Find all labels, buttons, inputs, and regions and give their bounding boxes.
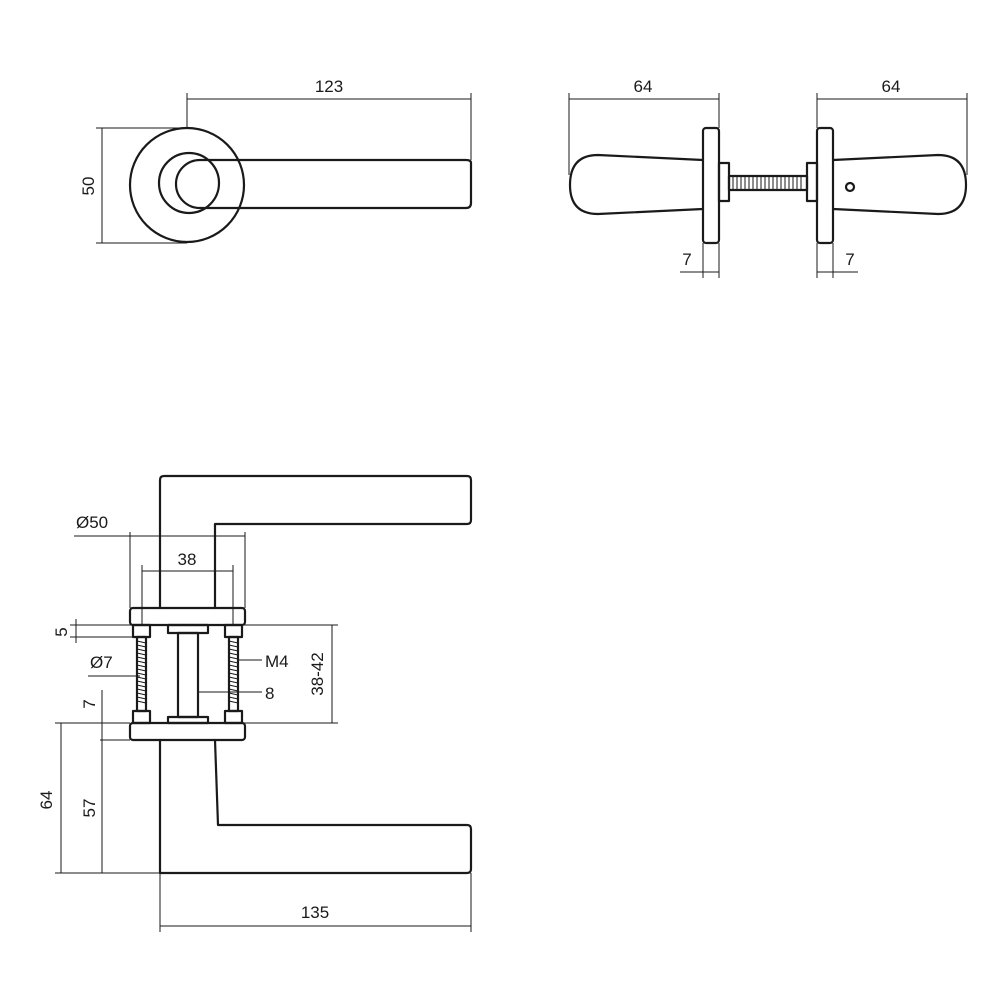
top-view: 123 50 xyxy=(79,77,473,244)
dim-rose-thickness-label: 5 xyxy=(52,627,71,636)
dim-thread: M4 xyxy=(238,652,289,671)
dim-screw-diameter: Ø7 xyxy=(88,653,140,677)
front-screw-right-top xyxy=(223,623,244,639)
dim-side-rose-left-label: 7 xyxy=(682,250,691,269)
dim-rose-diameter-label: Ø50 xyxy=(76,513,108,532)
dim-side-right: 64 xyxy=(816,77,968,175)
dim-spindle-label: 8 xyxy=(265,684,274,703)
dim-lever-height: 57 xyxy=(80,740,103,873)
top-rose-inner xyxy=(157,151,221,215)
front-lever-upper xyxy=(158,474,473,610)
front-screw-left-thread xyxy=(136,640,147,704)
front-screw-left-bottom xyxy=(131,709,152,725)
dim-thread-label: M4 xyxy=(265,652,289,671)
dim-total-height-label: 64 xyxy=(37,791,56,810)
side-lever-left xyxy=(568,153,705,216)
front-spindle-top-collar xyxy=(166,623,210,635)
dim-spindle: 8 xyxy=(198,684,274,703)
front-screw-right-thread xyxy=(228,640,239,704)
dim-door-thickness-label: 38-42 xyxy=(308,652,327,695)
dim-screw-diameter-label: Ø7 xyxy=(90,653,113,672)
top-lever xyxy=(174,158,473,210)
dim-total-height: 64 xyxy=(37,722,160,874)
dim-top-height-label: 50 xyxy=(79,177,98,196)
side-lever-grubscrew xyxy=(844,181,856,193)
front-rose-upper xyxy=(128,606,247,627)
front-view: Ø50 38 5 Ø7 M4 8 xyxy=(37,474,473,932)
front-rose-lower xyxy=(128,721,247,742)
side-lever-right xyxy=(831,153,968,216)
dim-screw-spacing: 38 xyxy=(141,550,234,625)
side-spindle-thread xyxy=(732,176,802,190)
dim-lever-length-label: 135 xyxy=(301,903,329,922)
dim-side-rose-left: 7 xyxy=(680,243,720,278)
dim-rose-height-label: 7 xyxy=(80,699,99,708)
top-rose xyxy=(128,126,246,244)
dim-top-height: 50 xyxy=(79,127,187,244)
dim-top-length-label: 123 xyxy=(315,77,343,96)
dim-rose-diameter: Ø50 xyxy=(74,513,246,608)
side-view: 64 64 7 xyxy=(568,77,968,278)
dim-side-rose-right: 7 xyxy=(816,243,858,278)
side-rose-right xyxy=(815,126,835,245)
dim-lever-length: 135 xyxy=(159,873,472,932)
dim-side-left-label: 64 xyxy=(634,77,653,96)
side-rose-right-hub xyxy=(805,161,819,203)
front-spindle xyxy=(176,631,200,719)
dim-side-right-label: 64 xyxy=(882,77,901,96)
side-rose-left-hub xyxy=(717,161,731,203)
front-lever-lower xyxy=(158,738,473,875)
dim-lever-height-label: 57 xyxy=(80,799,99,818)
dim-rose-height: 7 xyxy=(80,690,130,741)
dim-top-length: 123 xyxy=(186,77,472,160)
dim-side-rose-right-label: 7 xyxy=(845,250,854,269)
front-spindle-bottom-collar xyxy=(166,715,210,725)
dim-door-thickness: 38-42 xyxy=(242,624,338,724)
side-rose-left xyxy=(701,126,721,245)
front-screw-right-bottom xyxy=(223,709,244,725)
dim-rose-thickness: 5 xyxy=(52,619,133,643)
front-screw-left-top xyxy=(131,623,152,639)
dim-screw-spacing-label: 38 xyxy=(178,550,197,569)
dim-side-left: 64 xyxy=(568,77,720,175)
